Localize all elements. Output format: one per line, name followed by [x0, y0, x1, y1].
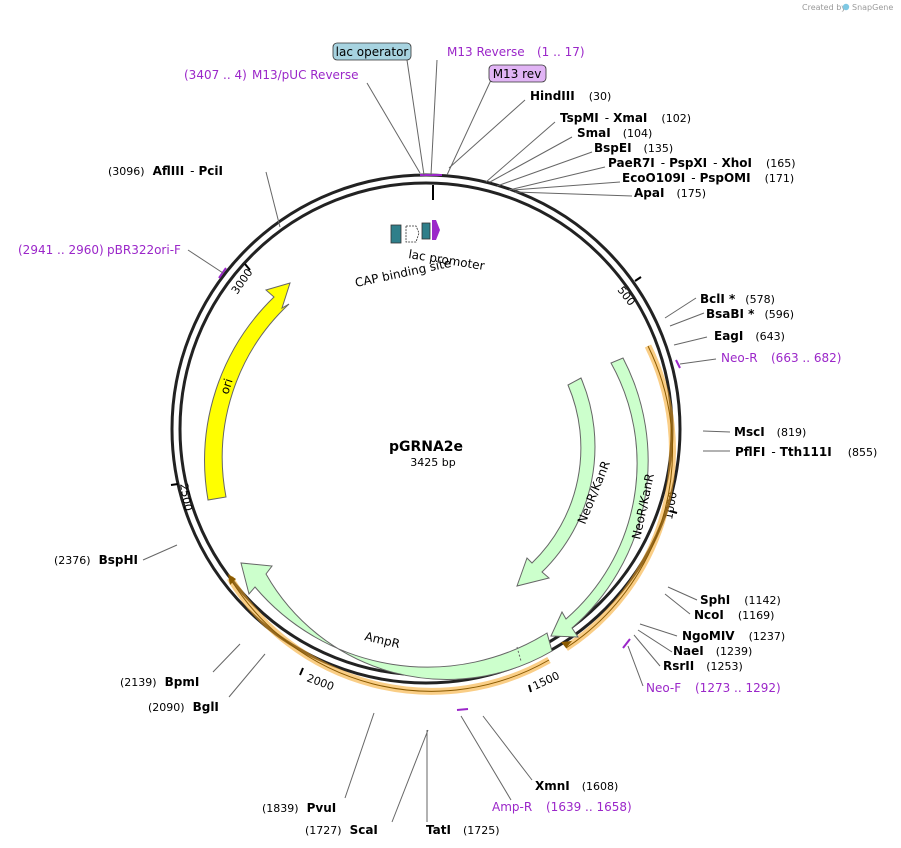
plasmid-name: pGRNA2e: [389, 439, 463, 455]
site-bpmi: (2139)BpmI: [120, 675, 199, 689]
site-eco0109i-pspomi: EcoO109I-PspOMI(171): [622, 171, 794, 185]
site-paer7i-pspxi-xhoi: PaeR7I-PspXI-XhoI(165): [608, 156, 796, 170]
site-apai: ApaI(175): [634, 186, 706, 200]
credit-prefix: Created by: [802, 3, 846, 12]
site-bgli: (2090)BglI: [148, 700, 219, 714]
ori-label: ori: [218, 377, 236, 396]
cap-binding-site-label: CAP binding site: [354, 256, 453, 290]
tick-2000: [299, 667, 304, 676]
site-tspmi-xmai: TspMI-XmaI(102): [560, 111, 691, 125]
site-bspei: BspEI(135): [594, 141, 673, 155]
leader-lines: [142, 59, 731, 823]
neo-orange-arrow-icon: [561, 641, 572, 648]
site-afliii-pcii: (3096)AflIII-PciI: [108, 164, 223, 178]
ampr-arrow: [240, 562, 553, 680]
site-eagi: EagI(643): [714, 329, 785, 343]
tick-marks: [170, 263, 678, 693]
site-pflfi-tth111i: PflFI-Tth111I(855): [735, 445, 877, 459]
neo-f-range: (1273 .. 1292): [695, 681, 781, 695]
neo-f-name: Neo-F: [646, 681, 681, 695]
site-tati: TatI(1725): [426, 823, 500, 837]
site-ncoi: NcoI(1169): [694, 608, 774, 622]
lac-operator-box: [421, 222, 431, 240]
amp-r-primer-mark: [456, 708, 469, 711]
cap-binding-site-box: [390, 224, 402, 244]
neo-kan-inner-arrow: [516, 377, 596, 587]
ampr-promoter-divider: [516, 646, 522, 662]
site-bcli: BclI *(578): [700, 292, 775, 306]
neo-r-range: (663 .. 682): [771, 351, 841, 365]
credit-brand: SnapGene: [852, 3, 893, 12]
lac-operator-callout: lac operator: [336, 45, 409, 59]
tick-1500: [528, 684, 532, 693]
pbr322ori-name: pBR322ori-F: [107, 243, 181, 257]
tick-label-2500: 2500: [177, 482, 195, 512]
amp-orange-band-line: [229, 577, 550, 692]
m13-rev-primer-arrow-icon: [432, 220, 440, 240]
tick-label-500: 500: [615, 284, 638, 309]
ori-feature-arrow: [204, 282, 291, 501]
m13-puc-reverse-name: M13/pUC Reverse: [252, 68, 359, 82]
site-msci: MscI(819): [734, 425, 806, 439]
m13-puc-reverse-range: (3407 .. 4): [184, 68, 247, 82]
plasmid-length: 3425 bp: [410, 456, 455, 469]
site-rsrii: RsrII(1253): [663, 659, 743, 673]
site-sphi: SphI(1142): [700, 593, 781, 607]
site-bsphi: (2376)BspHI: [54, 553, 138, 567]
amp-r-range: (1639 .. 1658): [546, 800, 632, 814]
tick-3000: [244, 263, 251, 271]
neo-r-primer-mark: [675, 359, 681, 369]
tick-label-3000: 3000: [229, 266, 256, 296]
tick-2500: [170, 483, 179, 486]
site-smai: SmaI(104): [577, 126, 652, 140]
lac-promoter-outline-icon: [405, 225, 420, 243]
pbr322ori-range: (2941 .. 2960): [18, 243, 104, 257]
tick-1000: [669, 510, 678, 514]
tick-label-1500: 1500: [531, 669, 562, 693]
neo-orange-band-line: [565, 345, 673, 649]
amp-orange-arrow-icon: [228, 574, 236, 585]
ampr-label: AmpR: [363, 629, 401, 651]
site-bsabi: BsaBI *(596): [706, 307, 794, 321]
site-scai: (1727)ScaI: [305, 823, 378, 837]
lac-operator-callout-box: [332, 42, 412, 61]
amp-r-name: Amp-R: [492, 800, 532, 814]
site-xmni: XmnI(1608): [535, 779, 618, 793]
tick-label-2000: 2000: [305, 672, 336, 694]
site-naei: NaeI(1239): [673, 644, 752, 658]
site-pvui: (1839)PvuI: [262, 801, 336, 815]
neo-f-primer-mark: [622, 638, 631, 649]
m13-reverse-name: M13 Reverse: [447, 45, 525, 59]
m13-rev-callout-box: [488, 64, 547, 83]
site-ngomiv: NgoMIV(1237): [682, 629, 785, 643]
m13-reverse-range: (1 .. 17): [537, 45, 585, 59]
neo-r-name: Neo-R: [721, 351, 758, 365]
m13-rev-callout: M13 rev: [493, 67, 542, 81]
site-hindiii: HindIII(30): [530, 89, 611, 103]
snapgene-logo-icon: [842, 3, 850, 11]
neo-kan-outer-arrow: [550, 357, 649, 638]
tick-500: [634, 276, 642, 282]
